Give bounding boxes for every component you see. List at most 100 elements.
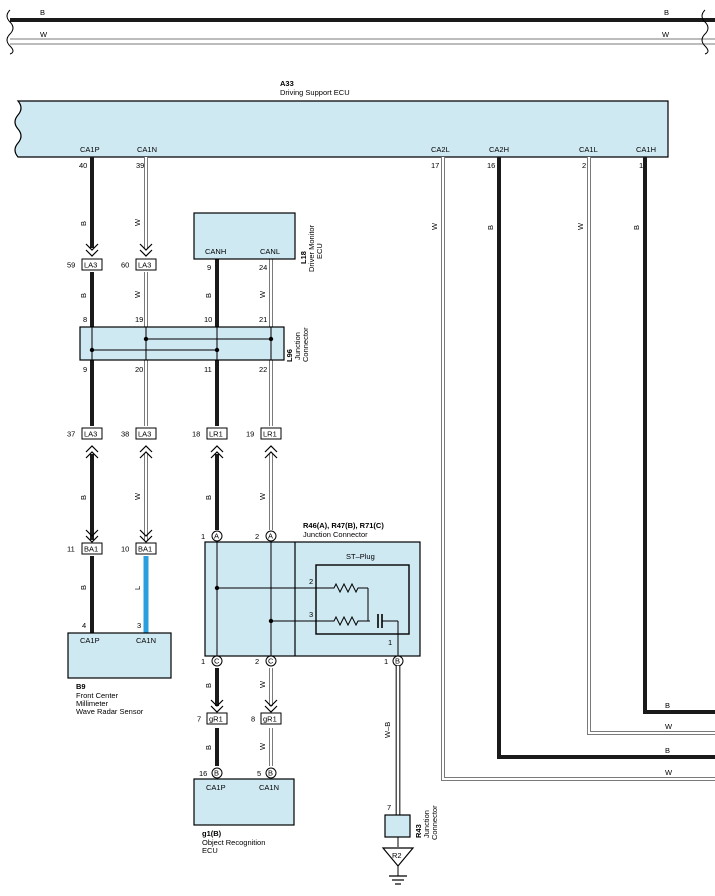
wire-color-label: B xyxy=(79,585,88,590)
ecu-l18: CANH CANL 9 24 L18 Driver Monitor ECU xyxy=(193,212,324,272)
b9-pin-name: CA1P xyxy=(80,636,100,645)
ecu-g1: 16 5 B B CA1P CA1N g1(B) Object Recognit… xyxy=(193,767,295,855)
wire-color-label: B xyxy=(204,683,213,688)
a33-pin-name: CA1N xyxy=(137,145,157,154)
b9-pin-num: 4 xyxy=(82,621,86,630)
a33-name: Driving Support ECU xyxy=(280,88,350,97)
connector-pin: 19 xyxy=(246,430,254,439)
top-bus-b-left: B xyxy=(40,8,45,17)
wire-color-label: B xyxy=(632,225,641,230)
connector-pin: 38 xyxy=(121,430,129,439)
l18-pin-name: CANL xyxy=(260,247,280,256)
r43-pin: 7 xyxy=(387,803,391,812)
a33-pin-name: CA1H xyxy=(636,145,656,154)
connector-label: LA3 xyxy=(138,261,151,270)
connector-pin: 7 xyxy=(197,715,201,724)
a33-pin-num: 39 xyxy=(136,161,144,170)
wires-l18 xyxy=(215,259,273,766)
wire-color-labels-left: B W B W B W B W B W B L B W B W xyxy=(79,218,267,750)
wire-color-label: B xyxy=(79,221,88,226)
l96-pin: 9 xyxy=(83,365,87,374)
g1-pin-name: CA1N xyxy=(259,783,279,792)
wire-color-label: W xyxy=(133,218,142,226)
a33-code: A33 xyxy=(280,79,294,88)
r46-pin-num: 1 xyxy=(384,657,388,666)
l18-code: L18 xyxy=(299,251,308,264)
a33-pin-name: CA1L xyxy=(579,145,598,154)
g1-pin-letter: B xyxy=(268,769,273,778)
l96-pin: 11 xyxy=(204,365,212,374)
r46-pin-num: 1 xyxy=(201,657,205,666)
connector-pin: 59 xyxy=(67,261,75,270)
r46-pin-letter: A xyxy=(214,532,219,541)
b9-pin-name: CA1N xyxy=(136,636,156,645)
l18-name: ECU xyxy=(315,243,324,259)
connector-pin: 10 xyxy=(121,545,129,554)
stplug-label: ST–Plug xyxy=(346,552,375,561)
ground-label: R2 xyxy=(392,851,402,860)
connector-label: LA3 xyxy=(84,430,97,439)
r46-pin-num: 2 xyxy=(255,657,259,666)
right-bus-label: W xyxy=(665,722,673,731)
wires-a33-left xyxy=(90,157,149,633)
connector-label: BA1 xyxy=(84,545,98,554)
r43-name: Junction xyxy=(422,810,431,838)
b9-pin-num: 3 xyxy=(137,621,141,630)
wire-color-label: W xyxy=(430,222,439,230)
wire-color-label: B xyxy=(79,495,88,500)
top-bus-w-left: W xyxy=(40,30,48,39)
junction-r43: R43 Junction Connector R2 xyxy=(381,805,439,885)
connector-pin: 37 xyxy=(67,430,75,439)
ground-wire: W–B 7 xyxy=(383,666,401,815)
sensor-b9: 4 3 CA1P CA1N B9 Front Center Millimeter… xyxy=(67,621,172,716)
a33-pin-name: CA2L xyxy=(431,145,450,154)
r46-name: Junction Connector xyxy=(303,530,368,539)
r46-pin-letter: C xyxy=(214,657,220,666)
top-bus-b-right: B xyxy=(664,8,669,17)
b9-line: Wave Radar Sensor xyxy=(76,707,144,716)
a33-pin-num: 2 xyxy=(582,161,586,170)
wire-color-label: B xyxy=(79,293,88,298)
junction-r46: R46(A), R47(B), R71(C) Junction Connecto… xyxy=(201,521,421,667)
r46-pin-letter: C xyxy=(268,657,274,666)
wire-color-label: W xyxy=(258,742,267,750)
l96-pin: 21 xyxy=(259,315,267,324)
b9-line: Front Center xyxy=(76,691,119,700)
r46-pin-num: 2 xyxy=(255,532,259,541)
wire-color-label: W xyxy=(576,222,585,230)
wire-color-label: B xyxy=(204,745,213,750)
right-bus-label: W xyxy=(665,768,673,777)
r46-pin-num: 1 xyxy=(201,532,205,541)
inline-connectors: LA3 LA3 59 60 LA3 LA3 LR1 LR1 37 38 18 1… xyxy=(67,243,282,725)
wire-color-label: L xyxy=(133,586,142,590)
l18-pin-num: 24 xyxy=(259,263,267,272)
stplug-pin: 3 xyxy=(309,610,313,619)
r46-pin-letter: A xyxy=(268,532,273,541)
b9-code: B9 xyxy=(76,682,86,691)
g1-pin-letter: B xyxy=(214,769,219,778)
l96-name: Junction xyxy=(293,332,302,360)
l18-pin-name: CANH xyxy=(205,247,226,256)
a33-pin-num: 16 xyxy=(487,161,495,170)
connector-label: gR1 xyxy=(263,715,277,724)
l96-name: Connector xyxy=(301,327,310,362)
l18-name: Driver Monitor xyxy=(307,224,316,272)
connector-pin: 60 xyxy=(121,261,129,270)
l96-pin: 20 xyxy=(135,365,143,374)
wire-color-label: W xyxy=(258,290,267,298)
r46-title: R46(A), R47(B), R71(C) xyxy=(303,521,384,530)
l18-pin-num: 9 xyxy=(207,263,211,272)
b9-line: Millimeter xyxy=(76,699,109,708)
a33-pin-num: 40 xyxy=(79,161,87,170)
connector-pin: 8 xyxy=(251,715,255,724)
connector-label: gR1 xyxy=(209,715,223,724)
l96-code: L96 xyxy=(285,349,294,362)
a33-pin-name: CA2H xyxy=(489,145,509,154)
g1-line: Object Recognition xyxy=(202,838,265,847)
g1-pin-num: 5 xyxy=(257,769,261,778)
right-bus-label: B xyxy=(665,701,670,710)
right-bus-label: B xyxy=(665,746,670,755)
g1-pin-name: CA1P xyxy=(206,783,226,792)
l96-pin: 22 xyxy=(259,365,267,374)
